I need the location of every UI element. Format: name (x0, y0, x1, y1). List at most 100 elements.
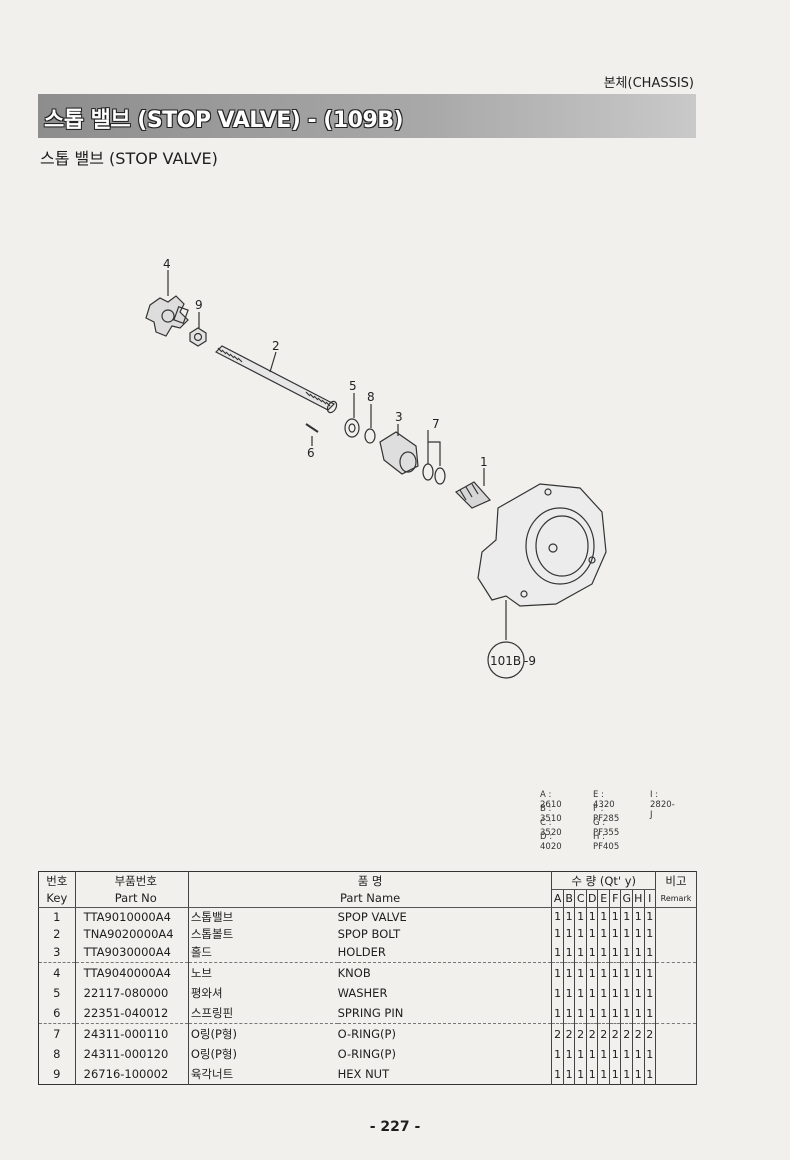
qty-cell: 1 (574, 1003, 587, 1024)
part-name-en-cell: WASHER (337, 983, 553, 1003)
legend-item: F : PF285 (593, 804, 620, 824)
remark-header: 비고 (655, 871, 697, 890)
qty-column-header: C (574, 889, 587, 908)
qty-cell: 1 (597, 907, 610, 925)
part-no-cell: TNA9020000A4 (75, 925, 189, 942)
remark-cell (655, 1064, 697, 1085)
qty-cell: 1 (632, 1064, 645, 1085)
qty-cell: 1 (597, 1044, 610, 1064)
qty-cell: 1 (620, 907, 633, 925)
qty-cell: 2 (620, 1023, 633, 1044)
qty-cell: 1 (551, 962, 564, 983)
qty-cell: 1 (609, 1064, 622, 1085)
qty-cell: 1 (586, 983, 599, 1003)
qty-column-header: G (620, 889, 633, 908)
key-cell: 4 (38, 962, 76, 983)
qty-cell: 1 (551, 925, 564, 942)
part-no-cell: 24311-000120 (75, 1044, 189, 1064)
qty-column-header: B (563, 889, 576, 908)
holder-part (379, 431, 419, 475)
pump-housing (477, 483, 607, 607)
qty-cell: 1 (574, 962, 587, 983)
part-name-ko-cell: 평와셔 (190, 986, 223, 1000)
key-header: 번호 (38, 871, 76, 890)
callout-label: 7 (432, 417, 440, 431)
remark-cell (655, 925, 697, 942)
exploded-parts-diagram: 4 9 2 5 8 3 7 6 1 101B -9 (145, 257, 607, 679)
qty-cell: 1 (597, 983, 610, 1003)
part-name-en-cell: SPOP BOLT (337, 925, 553, 942)
part-no-cell: 22117-080000 (75, 983, 189, 1003)
qty-cell: 1 (551, 983, 564, 1003)
qty-cell: 1 (609, 1044, 622, 1064)
stop-bolt-part (214, 345, 338, 414)
remark-header-en: Remark (655, 889, 697, 908)
part-no-cell: 22351-040012 (75, 1003, 189, 1024)
callout-label: 8 (367, 390, 375, 404)
legend-item: H : PF405 (593, 832, 620, 852)
qty-cell: 1 (620, 925, 633, 942)
part-name-header-en: Part Name (188, 889, 553, 908)
washer-part (344, 418, 360, 438)
stop-valve-part (455, 481, 491, 509)
part-name-en-cell: HEX NUT (337, 1064, 553, 1085)
qty-cell: 1 (644, 942, 657, 963)
qty-cell: 1 (632, 962, 645, 983)
part-no-cell: 26716-100002 (75, 1064, 189, 1085)
qty-cell: 1 (551, 942, 564, 963)
qty-cell: 2 (574, 1023, 587, 1044)
qty-header: 수 량 (Qt' y) (551, 871, 657, 890)
qty-cell: 1 (563, 983, 576, 1003)
part-no-cell: TTA9040000A4 (75, 962, 189, 983)
qty-cell: 1 (586, 907, 599, 925)
qty-cell: 1 (563, 1044, 576, 1064)
remark-cell (655, 907, 697, 925)
qty-cell: 1 (597, 925, 610, 942)
legend-item: A : 2610 (540, 790, 562, 810)
key-cell: 1 (38, 907, 76, 925)
table-header-row: Key Part No Part Name A B C D E F G H I … (38, 889, 697, 908)
part-no-cell: TTA9010000A4 (75, 907, 189, 925)
callout-label: 5 (349, 379, 357, 393)
qty-cell: 1 (586, 925, 599, 942)
qty-column-header: E (597, 889, 610, 908)
qty-cell: 1 (563, 1003, 576, 1024)
callout-label: 6 (307, 446, 315, 460)
qty-cell: 1 (620, 1064, 633, 1085)
callout-label: 1 (480, 455, 488, 469)
remark-cell (655, 983, 697, 1003)
key-cell: 5 (38, 983, 76, 1003)
legend-item: E : 4320 (593, 790, 615, 810)
qty-cell: 1 (551, 1044, 564, 1064)
remark-cell (655, 1044, 697, 1064)
qty-cell: 1 (563, 1064, 576, 1085)
part-name-en-cell: O-RING(P) (337, 1023, 553, 1044)
qty-cell: 1 (597, 942, 610, 963)
qty-column-header: A (551, 889, 564, 908)
qty-cell: 1 (609, 962, 622, 983)
qty-cell: 1 (597, 962, 610, 983)
qty-cell: 1 (620, 942, 633, 963)
reference-suffix: -9 (524, 654, 536, 668)
qty-cell: 1 (574, 925, 587, 942)
qty-cell: 1 (574, 907, 587, 925)
qty-cell: 1 (586, 962, 599, 983)
parts-table: 번호 부품번호 품 명 수 량 (Qt' y) 비고 Key Part No P… (38, 871, 697, 1085)
qty-cell: 1 (609, 1003, 622, 1024)
qty-cell: 1 (644, 1064, 657, 1085)
legend-item: G : PF355 (593, 818, 620, 838)
qty-cell: 1 (644, 1003, 657, 1024)
qty-cell: 1 (586, 1003, 599, 1024)
reference-label: 101B (490, 654, 521, 668)
qty-cell: 1 (574, 1044, 587, 1064)
part-name-ko-cell: 노브 (188, 962, 338, 983)
part-name-ko-cell: 스프링핀 (190, 1006, 234, 1020)
legend-item: I : 2820-J (650, 790, 675, 820)
callout-label: 2 (272, 339, 280, 353)
qty-cell: 2 (632, 1023, 645, 1044)
